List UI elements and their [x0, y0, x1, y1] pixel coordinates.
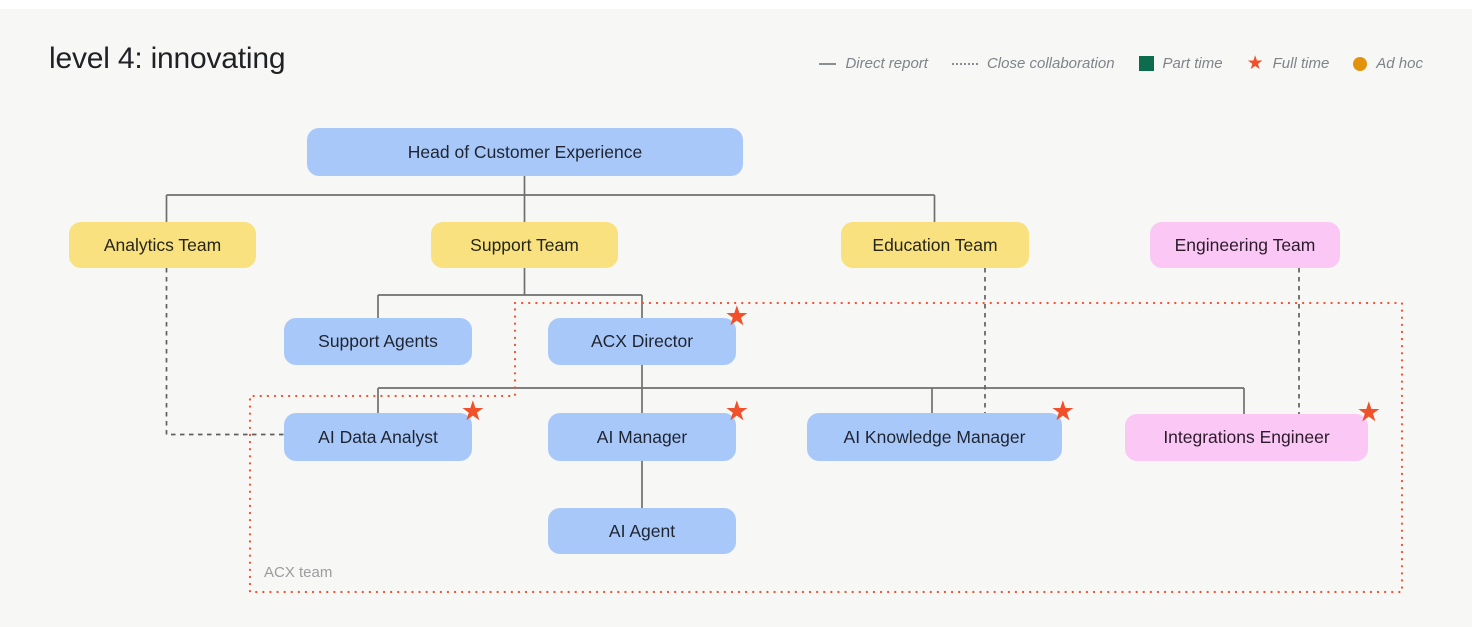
legend-label: Ad hoc: [1376, 55, 1423, 72]
node-ai-knowledge-manager: AI Knowledge Manager ★: [807, 398, 1075, 461]
direct-report-lines: [165, 176, 1245, 508]
node-support-team: Support Team: [431, 222, 618, 268]
legend-label: Part time: [1162, 55, 1223, 72]
node-label: Integrations Engineer: [1163, 427, 1330, 447]
acx-team-boundary: [248, 301, 1404, 594]
ad-hoc-circle-icon: [1353, 56, 1368, 71]
node-ai-agent: AI Agent: [548, 508, 736, 554]
legend-item-close-collaboration: Close collaboration: [951, 55, 1115, 72]
node-support-agents: Support Agents: [284, 318, 472, 365]
node-analytics-team: Analytics Team: [69, 222, 256, 268]
full-time-star-icon: ★: [1246, 53, 1264, 74]
full-time-star-icon: ★: [1050, 396, 1075, 426]
legend-item-full-time: ★ Full time: [1246, 53, 1330, 74]
node-ai-manager: AI Manager ★: [548, 398, 749, 461]
full-time-star-icon: ★: [1356, 397, 1381, 427]
top-margin-strip: [0, 0, 1472, 9]
direct-report-line-icon: [819, 62, 837, 65]
node-label: Analytics Team: [103, 234, 222, 255]
legend-item-part-time: Part time: [1138, 55, 1223, 72]
acx-team-group-label: ACX team: [264, 564, 333, 581]
legend-item-ad-hoc: Ad hoc: [1353, 55, 1423, 72]
node-label: AI Data Analyst: [318, 426, 438, 447]
node-label: ACX Director: [590, 331, 694, 351]
node-label: AI Manager: [596, 426, 688, 447]
node-ai-data-analyst: AI Data Analyst ★: [284, 398, 485, 461]
node-acx-director: ACX Director ★: [548, 303, 749, 365]
legend-label: Full time: [1272, 55, 1330, 72]
node-label: AI Knowledge Manager: [843, 426, 1026, 447]
page-title: level 4: innovating: [49, 42, 286, 75]
legend-label: Close collaboration: [986, 55, 1115, 72]
full-time-star-icon: ★: [724, 396, 749, 426]
node-label: Support Team: [470, 234, 579, 255]
node-label: Head of Customer Experience: [407, 141, 643, 162]
close-collaboration-line-icon: [951, 62, 978, 65]
legend-label: Direct report: [845, 55, 928, 72]
node-label: Support Agents: [318, 331, 438, 351]
node-integrations-engineer: Integrations Engineer ★: [1125, 399, 1381, 461]
legend-item-direct-report: Direct report: [819, 55, 928, 72]
node-label: Engineering Team: [1174, 234, 1316, 255]
close-collaboration-lines: [165, 268, 1300, 436]
node-engineering-team: Engineering Team: [1150, 222, 1340, 268]
node-label: AI Agent: [608, 520, 676, 541]
node-education-team: Education Team: [841, 222, 1029, 268]
full-time-star-icon: ★: [460, 396, 485, 426]
legend: Direct report Close collaboration Part t…: [819, 53, 1423, 74]
node-head-of-customer-experience: Head of Customer Experience: [307, 128, 743, 176]
full-time-star-icon: ★: [724, 301, 749, 331]
part-time-square-icon: [1138, 56, 1154, 71]
node-label: Education Team: [872, 234, 998, 255]
